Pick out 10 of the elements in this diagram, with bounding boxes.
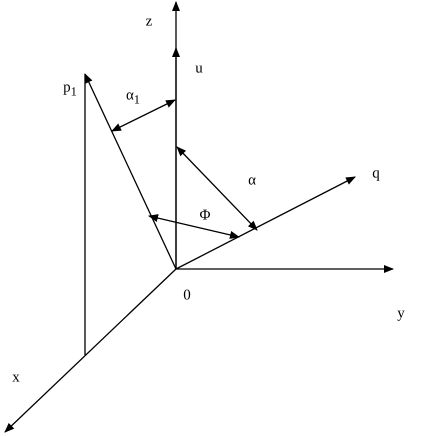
vector-label: p$_{1}$ <box>63 80 77 98</box>
axis-label: x <box>12 370 20 386</box>
angle-label: Φ <box>200 208 210 224</box>
axis-label: z <box>146 14 152 30</box>
angle-label: α <box>248 174 256 188</box>
axis-label: y <box>397 306 405 322</box>
vector-label: u <box>195 62 203 76</box>
vector-label: q <box>372 166 380 182</box>
origin-label: 0 <box>183 288 191 304</box>
angle-label: α$_{1}$ <box>126 88 140 106</box>
